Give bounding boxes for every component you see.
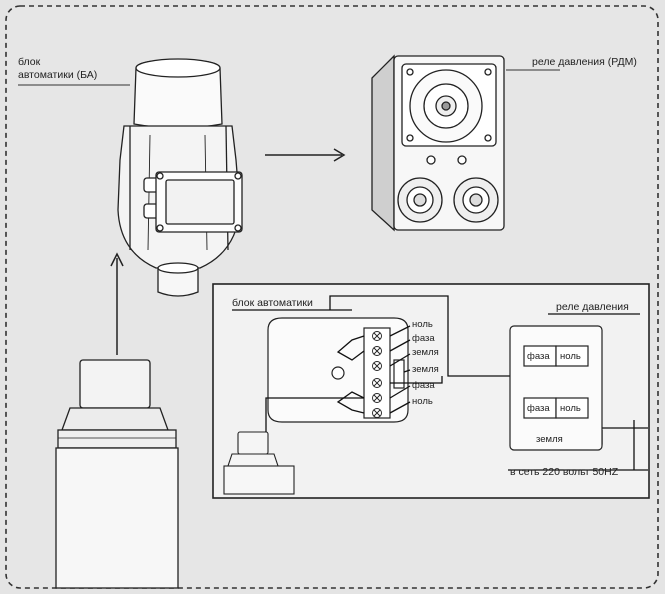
label-block-line2: автоматики (БА) xyxy=(18,69,98,81)
relay-lower-left-label: фаза xyxy=(527,403,550,414)
terminal-label-0: ноль xyxy=(412,319,433,330)
mini-pump-drawing xyxy=(223,431,295,495)
label-pressure-relay-rdm: реле давления (РДМ) xyxy=(532,56,637,68)
ground-wire-label: земля xyxy=(536,434,563,445)
terminal-label-3: земля xyxy=(412,364,439,375)
wiring-block-title: блок автоматики xyxy=(232,297,313,309)
terminal-screws xyxy=(372,331,382,418)
wiring-relay-title: реле давления xyxy=(556,301,629,313)
terminal-label-1: фаза xyxy=(412,333,435,344)
terminal-label-4: фаза xyxy=(412,380,435,391)
relay-box-drawing xyxy=(509,325,603,451)
label-block-line1: блок xyxy=(18,56,41,68)
terminal-label-2: земля xyxy=(412,347,439,358)
relay-upper-right-label: ноль xyxy=(560,351,581,362)
arrow-right-icon xyxy=(265,148,346,162)
relay-upper-left-label: фаза xyxy=(527,351,550,362)
automation-block-drawing xyxy=(117,58,243,297)
relay-lower-right-label: ноль xyxy=(560,403,581,414)
pressure-relay-drawing xyxy=(371,54,505,232)
arrow-up-icon xyxy=(110,252,124,355)
terminal-label-5: ноль xyxy=(412,396,433,407)
mains-label: в сеть 220 вольт 50HZ xyxy=(510,466,619,478)
controller-box-drawing xyxy=(267,317,409,423)
pump-drawing xyxy=(55,359,179,589)
